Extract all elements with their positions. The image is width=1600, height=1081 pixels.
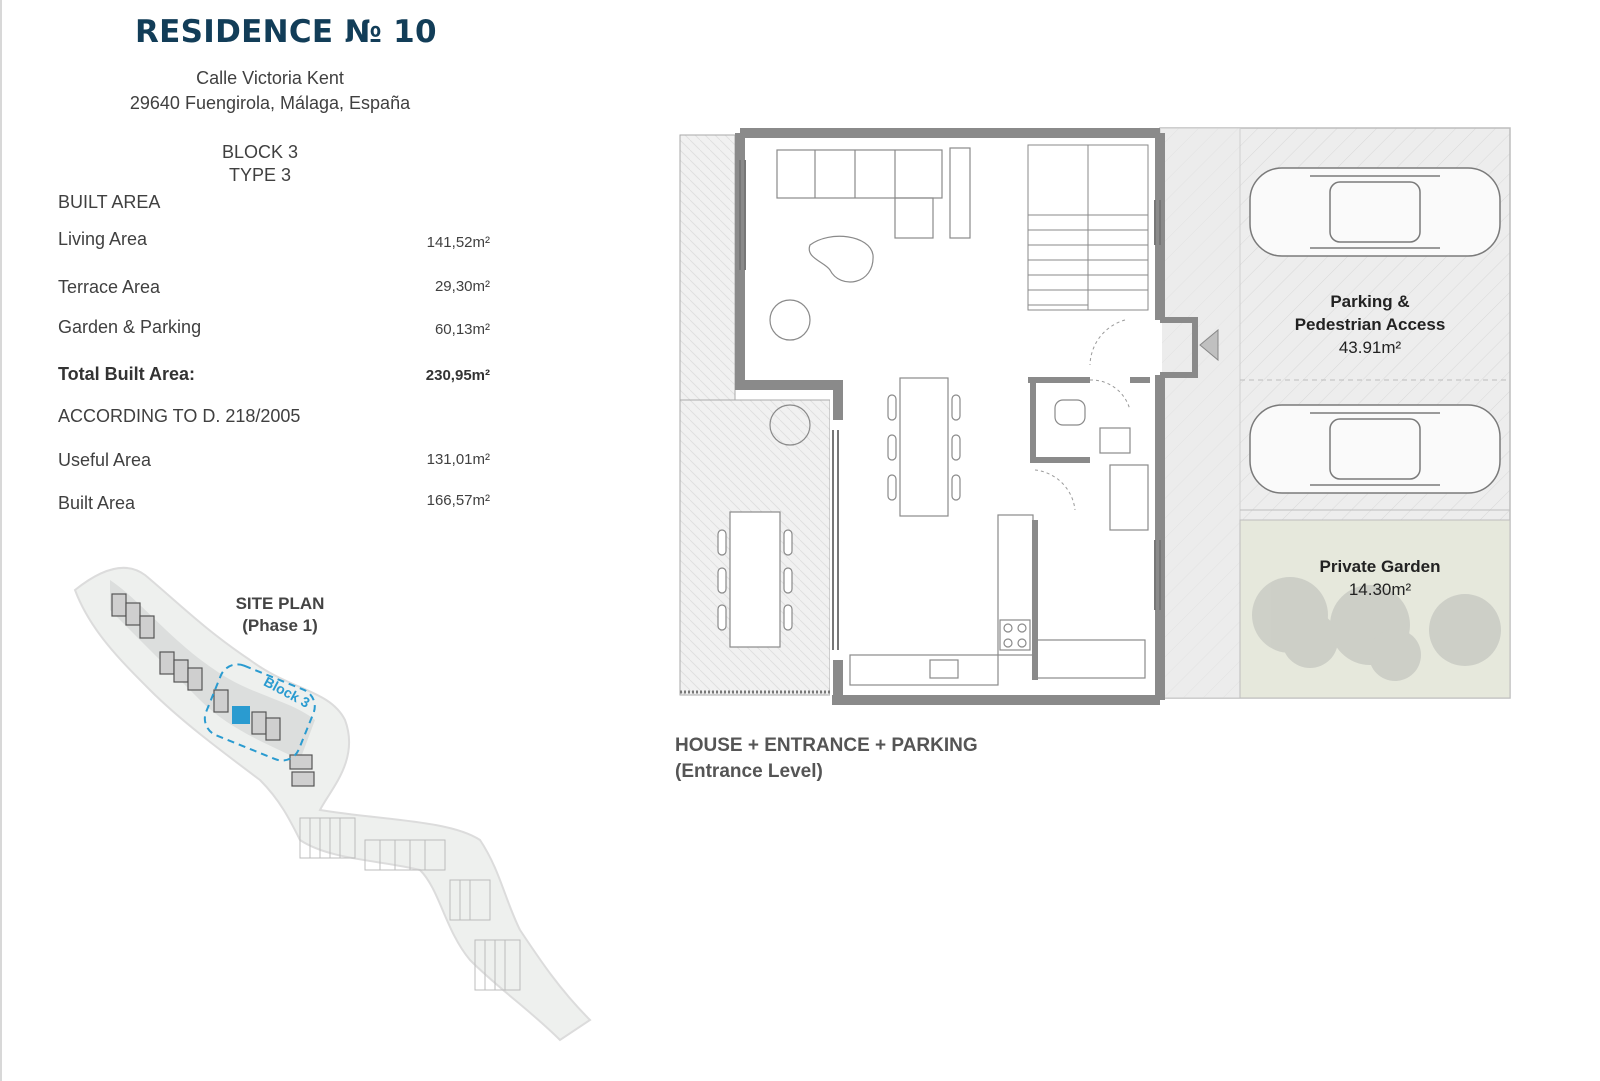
- site-plan-phase: (Phase 1): [242, 616, 318, 635]
- terrace-area-label: Terrace Area: [58, 277, 161, 297]
- useful-area-label: Useful Area: [58, 450, 152, 470]
- useful-area-value: 131,01m²: [426, 451, 490, 468]
- block-3-highlight: [232, 706, 250, 724]
- garden-parking-value: 60,13m²: [434, 321, 490, 338]
- decree-built-area-label: Built Area: [58, 493, 136, 513]
- floor-plan: [679, 127, 1511, 705]
- dining-table: [887, 377, 961, 517]
- staircase: [1027, 144, 1149, 311]
- floor-plan-caption-title: HOUSE + ENTRANCE + PARKING: [675, 735, 978, 756]
- floor-plan-caption-level: (Entrance Level): [675, 761, 823, 782]
- total-built-area-label: Total Built Area:: [58, 364, 196, 384]
- terrace-table: [717, 511, 793, 648]
- parking-area: 43.91m²: [1338, 338, 1402, 357]
- sofa: [776, 147, 971, 239]
- coffee-table: [808, 235, 874, 283]
- total-built-area-value: 230,95m²: [425, 367, 490, 384]
- address-street: Calle Victoria Kent: [196, 68, 344, 88]
- site-plan-title: SITE PLAN (Phase 1): [205, 593, 355, 637]
- decree-heading: ACCORDING TO D. 218/2005: [58, 406, 301, 426]
- armchair: [769, 404, 811, 446]
- address-city: 29640 Fuengirola, Málaga, España: [129, 93, 411, 113]
- page-border: [0, 0, 2, 1081]
- entrance-arrow-icon: [1199, 328, 1219, 362]
- living-area-value: 141,52m²: [426, 234, 490, 251]
- built-area-heading: BUILT AREA: [58, 192, 161, 212]
- block-number: BLOCK 3: [221, 142, 299, 162]
- garden-parking-label: Garden & Parking: [58, 317, 202, 337]
- car-icon: [1249, 404, 1501, 494]
- kitchen: [849, 464, 1149, 686]
- decree-built-area-value: 166,57m²: [426, 492, 490, 509]
- parking-label-line2: Pedestrian Access: [1294, 315, 1446, 334]
- unit-type: TYPE 3: [228, 165, 292, 185]
- garden-area: 14.30m²: [1348, 580, 1412, 599]
- site-plan-heading: SITE PLAN: [235, 594, 325, 613]
- floor-plan-caption: HOUSE + ENTRANCE + PARKING (Entrance Lev…: [675, 733, 978, 785]
- terrace-area-value: 29,30m²: [434, 278, 490, 295]
- parking-label-line1: Parking &: [1330, 292, 1410, 311]
- garden-label-title: Private Garden: [1319, 557, 1441, 576]
- site-plan-map: [73, 566, 592, 1042]
- toilet: [1054, 399, 1131, 454]
- living-area-label: Living Area: [58, 229, 148, 249]
- parking-label: Parking & Pedestrian Access 43.91m²: [1265, 290, 1475, 359]
- residence-title: RESIDENCE № 10: [135, 14, 437, 50]
- garden-label: Private Garden 14.30m²: [1290, 555, 1470, 601]
- armchair: [769, 299, 811, 341]
- car-icon: [1249, 167, 1501, 257]
